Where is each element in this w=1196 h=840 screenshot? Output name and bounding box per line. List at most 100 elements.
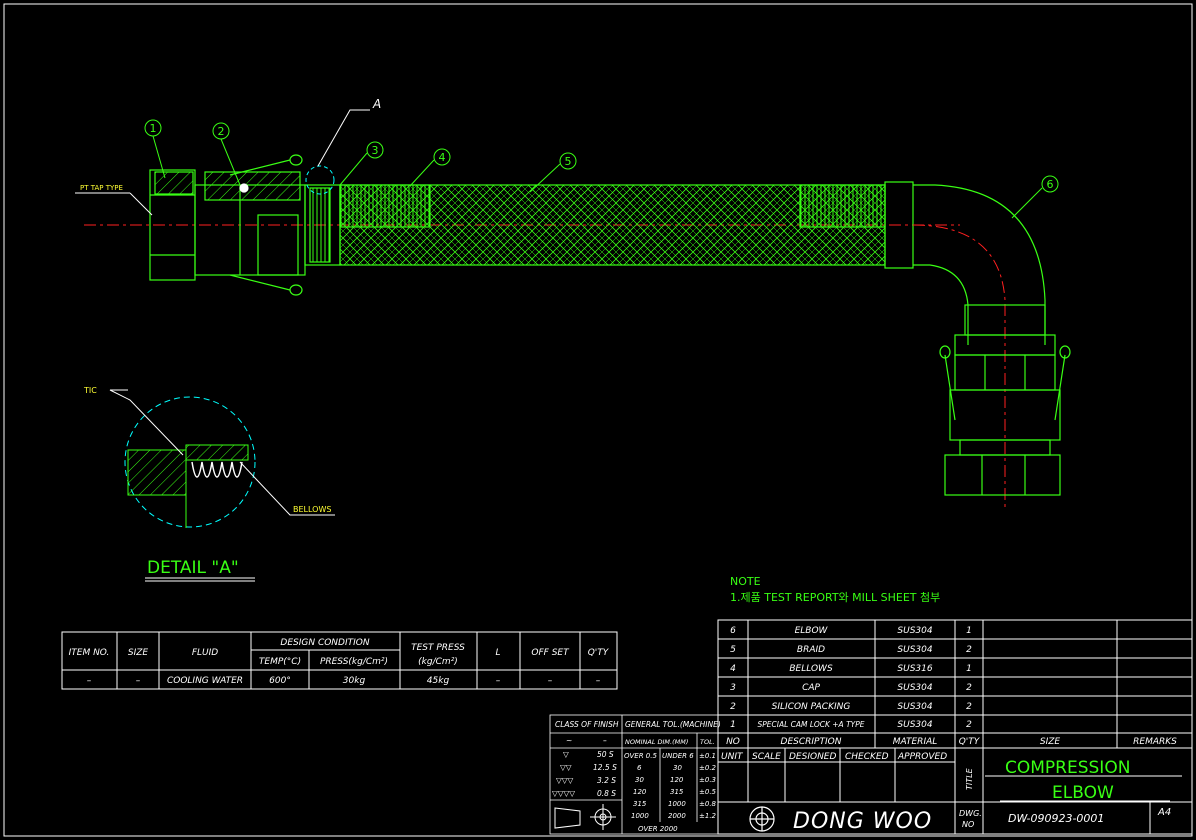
- tol-over: 315: [633, 800, 647, 808]
- balloon-5-label: 5: [565, 155, 572, 168]
- part-desc: SPECIAL CAM LOCK +A TYPE: [758, 720, 865, 729]
- tb-designed: DESIONED: [789, 752, 836, 762]
- balloon-3-label: 3: [372, 144, 379, 157]
- tol-val: ±0.5: [699, 788, 717, 796]
- td-offset: –: [548, 676, 553, 686]
- tb-dwg-1: DWG.: [959, 809, 982, 818]
- td-press: 30kg: [343, 676, 366, 686]
- detail-marker-circle: [305, 165, 335, 195]
- td-qty: –: [596, 676, 601, 686]
- balloon-5: [559, 152, 577, 170]
- finish-header-class: CLASS OF FINISH: [555, 720, 619, 729]
- balloon-1-label: 1: [150, 122, 157, 135]
- part-desc: BRAID: [797, 645, 825, 655]
- tb-checked: CHECKED: [845, 752, 889, 762]
- finish-sym: ▽▽▽: [556, 776, 574, 785]
- tol-val: ±0.8: [699, 800, 717, 808]
- td-size: –: [136, 676, 141, 686]
- finish-table-text: CLASS OF FINISH GENERAL TOL.(MACHINE) ~ …: [552, 720, 721, 833]
- balloon-3: [366, 141, 384, 159]
- detail-marker-letter: A: [372, 97, 381, 111]
- hose-assembly: [84, 154, 1071, 510]
- td-temp: 600°: [269, 676, 291, 686]
- th-fluid: FLUID: [192, 648, 218, 658]
- tol-header: TOL.: [700, 738, 715, 746]
- company-name: DONG WOO: [793, 809, 932, 834]
- drawing-border: [3, 3, 1193, 837]
- td-l: –: [496, 676, 501, 686]
- part-qty: 2: [966, 683, 972, 693]
- finish-tilde: ~: [566, 736, 572, 745]
- finish-sym: ▽▽▽▽: [552, 789, 575, 798]
- tol-over: 120: [633, 788, 647, 796]
- part-qty: 2: [966, 645, 972, 655]
- finish-val: 0.8 S: [597, 789, 616, 798]
- tol-over: 1000: [631, 812, 649, 820]
- tol-over: OVER 0.5: [624, 752, 657, 760]
- detail-a-view: TIC BELLOWS DETAIL "A": [83, 386, 335, 582]
- tb-scale: SCALE: [752, 752, 781, 762]
- tb-sheet: A4: [1157, 807, 1171, 818]
- ph-qty: Q'TY: [959, 737, 981, 747]
- detail-title: DETAIL "A": [147, 558, 239, 578]
- ph-no: NO: [726, 737, 740, 747]
- title-block-grid: [717, 747, 1193, 835]
- th-press: PRESS(kg/Cm²): [320, 657, 388, 667]
- tol-over: 30: [635, 776, 644, 784]
- part-no: 3: [730, 683, 736, 693]
- condition-table: [61, 631, 618, 690]
- finish-header-tol: GENERAL TOL.(MACHINE): [625, 720, 721, 729]
- tb-title-label: TITLE: [965, 767, 974, 790]
- ph-desc: DESCRIPTION: [781, 737, 842, 747]
- finish-sym: ▽▽: [560, 763, 572, 772]
- part-material: SUS304: [897, 720, 932, 730]
- part-no: 1: [730, 720, 736, 730]
- part-no: 5: [730, 645, 736, 655]
- part-desc: CAP: [802, 683, 820, 693]
- balloon-4: [433, 148, 451, 166]
- part-material: SUS304: [897, 626, 932, 636]
- finish-val: 3.2 S: [597, 776, 616, 785]
- tol-under: 120: [670, 776, 684, 784]
- part-no: 2: [730, 702, 736, 712]
- th-design-condition: DESIGN CONDITION: [280, 638, 369, 648]
- tol-under: 1000: [668, 800, 686, 808]
- parts-list-rows: 6 ELBOW SUS304 1 5 BRAID SUS304 2 4 BELL…: [726, 626, 1177, 747]
- part-desc: SILICON PACKING: [772, 702, 851, 712]
- note-title: NOTE: [730, 575, 761, 588]
- tol-under: 30: [673, 764, 682, 772]
- part-qty: 1: [966, 626, 972, 636]
- td-item-no: –: [87, 676, 92, 686]
- tb-unit: UNIT: [721, 752, 744, 762]
- th-item-no: ITEM NO.: [69, 648, 110, 658]
- company-logo: [749, 806, 775, 832]
- bellows-label: BELLOWS: [293, 505, 331, 514]
- tol-under: 315: [670, 788, 684, 796]
- finish-dash: –: [603, 736, 607, 745]
- note-line-1: 1.제품 TEST REPORT와 MILL SHEET 첨부: [730, 591, 940, 604]
- th-offset: OFF SET: [531, 648, 570, 658]
- part-material: SUS316: [897, 664, 932, 674]
- tic-label: TIC: [83, 386, 97, 395]
- ph-size: SIZE: [1040, 737, 1061, 747]
- ph-material: MATERIAL: [893, 737, 938, 747]
- part-desc: BELLOWS: [789, 664, 833, 674]
- part-material: SUS304: [897, 702, 932, 712]
- part-qty: 1: [966, 664, 972, 674]
- parts-list-grid: [717, 619, 1193, 749]
- part-no: 6: [730, 626, 736, 636]
- part-qty: 2: [966, 720, 972, 730]
- part-material: SUS304: [897, 645, 932, 655]
- th-test-press-1: TEST PRESS: [411, 643, 465, 653]
- th-test-press-2: (kg/Cm²): [418, 657, 458, 667]
- finish-val: 50 S: [597, 750, 614, 759]
- th-qty: Q'TY: [588, 648, 610, 658]
- tb-dwg-no: DW-090923-0001: [1008, 812, 1104, 825]
- tol-val: ±0.3: [699, 776, 716, 784]
- balloon-2-label: 2: [218, 125, 225, 138]
- projection-symbol: [554, 804, 616, 830]
- finish-sym: ▽: [563, 750, 569, 759]
- finish-val: 12.5 S: [593, 763, 617, 772]
- ph-remarks: REMARKS: [1133, 737, 1177, 747]
